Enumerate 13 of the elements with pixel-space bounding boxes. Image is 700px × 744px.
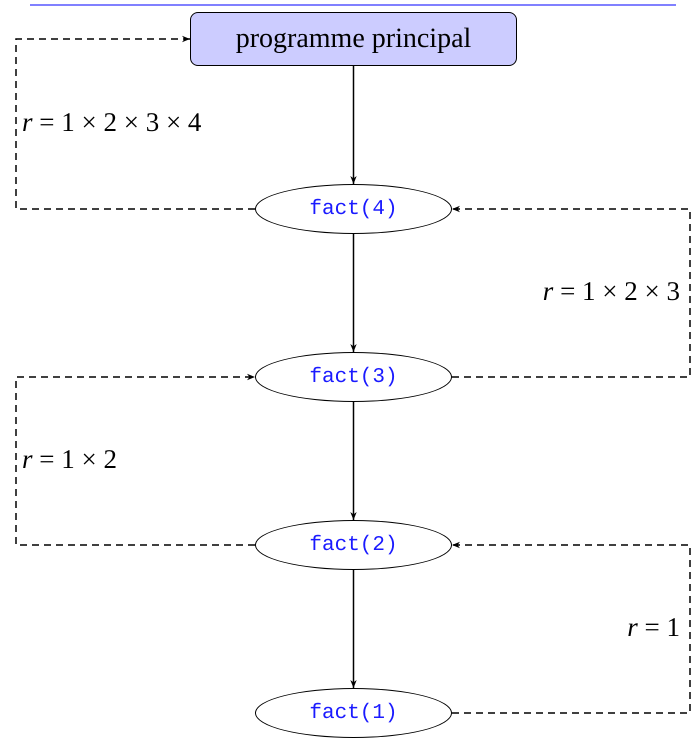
function-call-ellipse: fact(2) [255, 520, 452, 570]
call-arrow [350, 402, 357, 520]
call-arrow [350, 66, 357, 184]
return-arrow [15, 374, 255, 546]
call-arrow [350, 570, 357, 688]
process-box: programme principal [190, 12, 517, 66]
call-arrow [350, 234, 357, 352]
function-call-ellipse: fact(4) [255, 184, 452, 234]
return-arrow [15, 36, 255, 210]
return-arrow [452, 206, 691, 378]
function-call-ellipse: fact(1) [255, 688, 452, 738]
return-arrow [452, 542, 691, 714]
function-call-ellipse: fact(3) [255, 352, 452, 402]
